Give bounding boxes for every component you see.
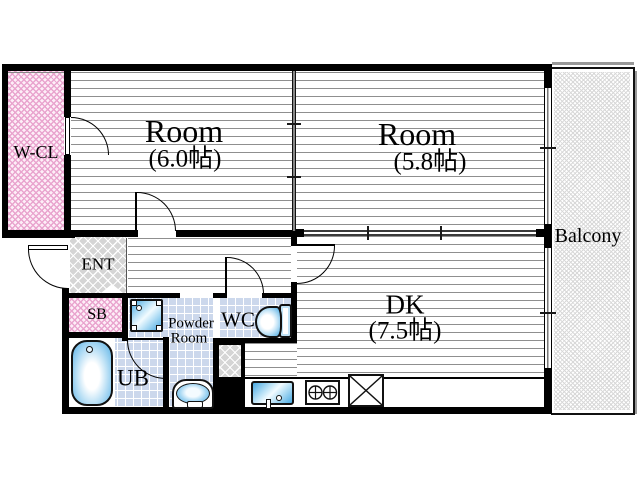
wall [62, 407, 552, 414]
partition-tick [367, 226, 369, 240]
entrance-door-arc [28, 249, 68, 289]
faucet-dot-icon [276, 395, 282, 401]
refrigerator-space-icon [348, 374, 384, 407]
sliding-partition [296, 230, 544, 236]
room-west-door-leaf [135, 192, 137, 230]
powder-room-label-line2: Room [170, 330, 208, 347]
wall [64, 71, 71, 117]
pan-corner [131, 325, 137, 331]
wall [2, 64, 8, 238]
wc-door-leaf [225, 257, 227, 294]
room-east-label: Room [377, 116, 457, 152]
cross-icon [350, 376, 382, 405]
wall [62, 332, 128, 338]
dk-floor-kitchen-side [245, 343, 297, 377]
partition-wall [292, 71, 296, 231]
partition-tick [287, 123, 301, 125]
window-tick [540, 312, 556, 314]
wall [296, 229, 304, 237]
wall [126, 293, 180, 298]
dk-door-leaf [297, 244, 335, 246]
wall [176, 230, 296, 237]
room-west-size: (6.0帖) [148, 145, 222, 173]
wall-inner-edge-line [8, 72, 544, 73]
wall [213, 293, 227, 298]
partition-tick [287, 176, 301, 178]
wall [64, 155, 71, 231]
window-room-east [545, 88, 551, 224]
balcony-floor [551, 67, 635, 415]
hallway-floor [128, 238, 291, 293]
dk-floor [297, 236, 544, 377]
wc-label: WC [221, 307, 255, 332]
room-east-floor [296, 72, 544, 230]
wall [62, 293, 128, 298]
balcony-shadow-top [552, 62, 634, 65]
wall [544, 64, 552, 414]
window-dk [545, 248, 551, 368]
shoe-box-label: SB [87, 306, 107, 323]
stove-icon [305, 380, 340, 405]
toilet-bowl-icon [255, 306, 282, 338]
pan-drain-icon [136, 305, 142, 311]
dk-size: (7.5帖) [368, 317, 442, 345]
wall [262, 293, 297, 298]
entrance-edge-line [126, 238, 127, 293]
entrance-floor [70, 237, 126, 293]
wall [62, 288, 69, 414]
window-tick [540, 147, 556, 149]
entrance-step-mark [101, 284, 123, 293]
kitchen-sink-icon [251, 381, 294, 405]
balcony-label: Balcony [554, 225, 622, 247]
washbasin-tap-icon [187, 401, 203, 408]
wall [2, 64, 552, 71]
pan-corner [156, 300, 162, 306]
balcony-shadow-right [633, 71, 637, 414]
wall [291, 282, 297, 343]
unit-bath-label: UB [117, 365, 149, 391]
unit-bath-door-leaf [127, 338, 166, 340]
wall [213, 338, 297, 343]
powder-room-label-line1: Powder [168, 315, 214, 332]
wall [291, 237, 297, 246]
walk-in-closet-label: W-CL [13, 142, 59, 162]
wall [536, 229, 544, 237]
wall [163, 337, 169, 412]
wall [122, 293, 128, 341]
walk-in-closet-floor [8, 71, 64, 231]
faucet-stem-icon [266, 399, 271, 409]
pipe-space [217, 343, 243, 379]
partition-tick [440, 226, 442, 240]
entrance-label: ENT [81, 254, 115, 274]
pan-corner [131, 300, 137, 306]
dk-label: DK [385, 289, 425, 320]
room-east-size: (5.8帖) [393, 148, 467, 176]
bathtub-drain-icon [86, 346, 93, 353]
closet-door-leaf [65, 117, 70, 155]
pan-corner [156, 325, 162, 331]
stove-burners-icon [308, 385, 338, 400]
shoe-box-floor [68, 298, 123, 332]
wall [68, 230, 138, 237]
room-west-label: Room [144, 113, 224, 149]
wall [2, 230, 75, 238]
